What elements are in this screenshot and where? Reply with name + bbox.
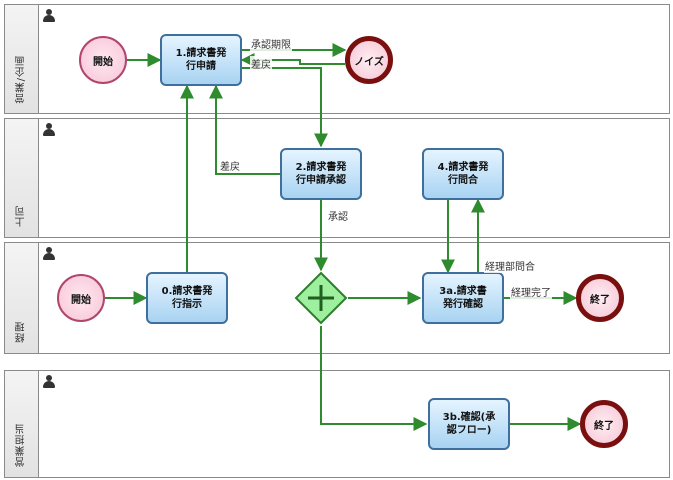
lane-header: 営業担当 xyxy=(5,371,39,477)
end-event-label: 終了 xyxy=(590,294,610,306)
start-event-top[interactable]: 開始 xyxy=(79,36,127,84)
person-icon xyxy=(43,375,55,389)
task-request-approval[interactable]: 2.請求書発 行申請承認 xyxy=(280,148,362,200)
lane-header: 経理 xyxy=(5,243,39,353)
start-event-label: 開始 xyxy=(71,294,91,306)
task-label: 1.請求書発 行申請 xyxy=(175,48,227,72)
task-invoice-request[interactable]: 1.請求書発 行申請 xyxy=(160,34,242,86)
flow-task2-reject-to-task1[interactable] xyxy=(209,84,280,175)
end-event-label: 終了 xyxy=(594,420,614,432)
task-approval-flow[interactable]: 3b.確認(承 認フロー) xyxy=(428,398,510,450)
person-icon xyxy=(43,9,55,23)
end-event-sales-rep[interactable]: 終了 xyxy=(580,400,628,448)
flow-gateway-to-task3b[interactable] xyxy=(320,326,428,431)
start-event-accounting[interactable]: 開始 xyxy=(57,274,105,322)
task-invoice-inquiry[interactable]: 4.請求書発 行問合 xyxy=(422,148,504,200)
end-event-label: ノイズ xyxy=(354,56,384,68)
flow-task1-to-task2[interactable] xyxy=(242,67,328,148)
task-invoice-instruction[interactable]: 0.請求書発 行指示 xyxy=(146,272,228,324)
end-event-accounting[interactable]: 終了 xyxy=(576,274,624,322)
flow-label-deadline: 承認期限 xyxy=(250,36,292,51)
task-label: 2.請求書発 行申請承認 xyxy=(295,162,347,186)
flow-label-inquiry: 経理部問合 xyxy=(484,258,536,273)
person-icon xyxy=(43,247,55,261)
lane-header: 営業/企画 xyxy=(5,5,39,113)
flow-label-reject: 差戻 xyxy=(219,158,241,173)
task-label: 0.請求書発 行指示 xyxy=(161,286,213,310)
task-invoice-confirmation[interactable]: 3a.請求書 発行確認 xyxy=(422,272,504,324)
parallel-gateway[interactable] xyxy=(294,271,348,325)
flow-label-approve: 承認 xyxy=(327,208,349,223)
flow-label-done: 経理完了 xyxy=(510,284,552,299)
flow-label-loop-back: 差戻 xyxy=(250,56,272,71)
person-icon xyxy=(43,123,55,137)
start-event-label: 開始 xyxy=(93,56,113,68)
task-label: 3a.請求書 発行確認 xyxy=(439,286,487,310)
task-label: 3b.確認(承 認フロー) xyxy=(442,412,496,436)
parallel-gateway-icon xyxy=(294,271,348,325)
end-event-noise[interactable]: ノイズ xyxy=(345,36,393,84)
task-label: 4.請求書発 行問合 xyxy=(437,162,489,186)
lane-header: 上司 xyxy=(5,119,39,237)
